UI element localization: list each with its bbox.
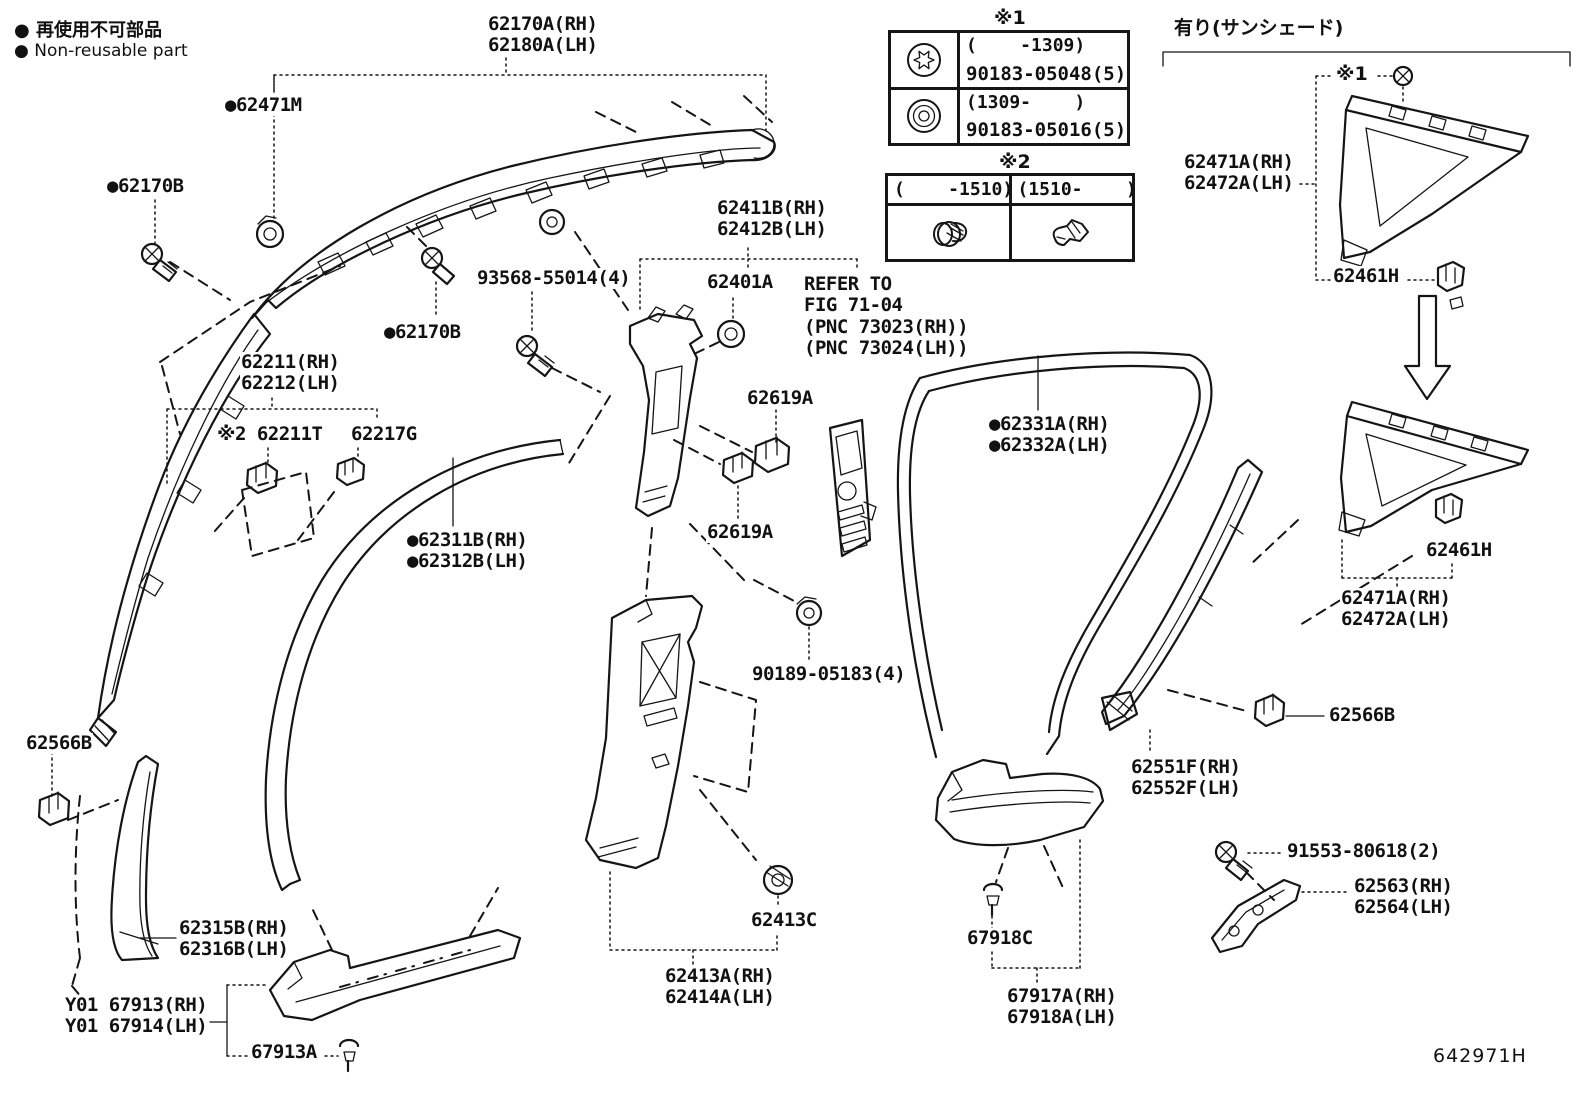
star-washer-icon xyxy=(891,33,960,87)
part-label-62401a: 62401A xyxy=(706,271,774,294)
a-pillar-garnish xyxy=(88,312,272,748)
b-pillar-upper-garnish xyxy=(628,304,704,518)
legend-non-reusable-en: ● Non-reusable part xyxy=(14,41,188,61)
sunshade-bracket xyxy=(1162,51,1571,67)
part-label-67913a: 67913A xyxy=(250,1041,318,1064)
part-label-62311b-62312b: ●62311B(RH) ●62312B(LH) xyxy=(406,529,529,573)
part-label-62566b-right: 62566B xyxy=(1328,704,1396,727)
note1-part-1: 90183-05048(5) xyxy=(966,62,1127,85)
part-label-62563-62564: 62563(RH) 62564(LH) xyxy=(1353,875,1454,919)
ref1-note: ※1 xyxy=(1335,63,1369,86)
part-label-67917a-67918a: 67917A(RH) 67918A(LH) xyxy=(1006,985,1118,1029)
down-arrow xyxy=(1403,294,1452,401)
part-label-62619a-upper: 62619A xyxy=(746,387,814,410)
part-label-62411b-62412b: 62411B(RH) 62412B(LH) xyxy=(716,197,828,241)
curtain-airbag-assembly xyxy=(250,128,776,320)
front-scuff-plate xyxy=(209,887,522,1073)
part-label-62619a-lower: 62619A xyxy=(706,521,774,544)
bracket-62170a xyxy=(273,57,767,134)
note2-col-1: ( -1510) xyxy=(888,176,1013,259)
part-label-62315b-62316b: 62315B(RH) 62316B(LH) xyxy=(178,917,290,961)
bracket-62563-part xyxy=(1210,840,1349,954)
wing-clip-icon xyxy=(1012,206,1133,259)
note1-table-title: ※1 xyxy=(993,7,1027,30)
part-label-62566b-left: 62566B xyxy=(25,732,93,755)
part-label-62170b-right: ●62170B xyxy=(383,321,462,344)
part-label-62461h-bottom: 62461H xyxy=(1425,539,1493,562)
note1-part-2: 90183-05016(5) xyxy=(966,119,1127,141)
legend-non-reusable-jp: ● 再使用不可部品 xyxy=(14,20,162,41)
bracket-62211 xyxy=(166,397,378,557)
rear-door-opening-trim xyxy=(896,351,1213,759)
part-label-90189-05183: 90189-05183(4) xyxy=(751,663,907,686)
quarter-trim-upper xyxy=(1299,65,1530,310)
ring-grommet-icon xyxy=(891,89,960,143)
clips-62619a xyxy=(673,409,791,519)
note1-table: ( -1309) 90183-05048(5) (1309- ) 90183-0… xyxy=(888,30,1130,146)
part-label-62170b-left: ●62170B xyxy=(106,175,185,198)
assembly-dashed-lines xyxy=(159,95,773,469)
part-label-62217g: 62217G xyxy=(350,423,418,446)
note1-range-2: (1309- ) xyxy=(966,91,1086,113)
part-label-62461h-top: 62461H xyxy=(1332,265,1400,288)
b-pillar-lower-garnish xyxy=(584,523,794,965)
screw-93568 xyxy=(515,291,601,393)
part-label-62331a-62332a: ●62331A(RH) ●62332A(LH) xyxy=(988,413,1111,457)
retractor-panel xyxy=(828,418,877,558)
part-label-62170a-62180a: 62170A(RH) 62180A(LH) xyxy=(487,13,599,57)
cowl-side-trim xyxy=(37,751,177,1011)
refer-to-note: REFER TO FIG 71-04 (PNC 73023(RH)) (PNC … xyxy=(803,273,970,360)
part-label-62211-62212: 62211(RH) 62212(LH) xyxy=(240,351,341,395)
note1-range-1: ( -1309) xyxy=(966,35,1086,56)
part-label-62471m: ●62471M xyxy=(224,94,303,117)
clip-62566b-right xyxy=(1253,693,1325,728)
note2-table-title: ※2 xyxy=(998,151,1032,174)
figure-id: 642971H xyxy=(1433,1045,1527,1067)
grommet-clip-icon xyxy=(888,206,1009,259)
note2-table: ( -1510) (1510- ) xyxy=(885,173,1137,262)
part-label-67918c: 67918C xyxy=(966,927,1034,950)
part-label-62471a-62472a-top: 62471A(RH) 62472A(LH) xyxy=(1183,151,1295,195)
note1-row-1: ( -1309) 90183-05048(5) xyxy=(891,33,1127,90)
part-label-91553-80618: 91553-80618(2) xyxy=(1286,840,1442,863)
part-label-62413a-62414a: 62413A(RH) 62414A(LH) xyxy=(664,965,776,1009)
part-label-62551f-62552f: 62551F(RH) 62552F(LH) xyxy=(1130,756,1242,800)
rear-scuff-plate xyxy=(934,758,1105,985)
quarter-trim-lower xyxy=(1338,400,1530,587)
part-label-62413c: 62413C xyxy=(750,909,818,932)
part-label-62211t: ※2 62211T xyxy=(216,423,324,446)
note2-range-2: (1510- ) xyxy=(1011,176,1137,206)
note1-row-2: (1309- ) 90183-05016(5) xyxy=(891,89,1127,143)
front-door-opening-trim xyxy=(264,438,565,892)
part-label-62471a-62472a-bottom: 62471A(RH) 62472A(LH) xyxy=(1340,587,1452,631)
bracket-62411b xyxy=(639,247,858,355)
part-label-93568-55014: 93568-55014(4) xyxy=(476,267,632,290)
part-label-y01-67913-67914: Y01 67913(RH) Y01 67914(LH) xyxy=(64,994,209,1038)
sunshade-note: 有り(サンシェード) xyxy=(1173,17,1345,40)
note2-col-2: (1510- ) xyxy=(1011,176,1137,259)
clip-90189 xyxy=(753,579,823,661)
rear-pillar-garnish xyxy=(1100,458,1413,755)
top-fasteners xyxy=(140,77,566,319)
note2-range-1: ( -1510) xyxy=(888,176,1013,206)
